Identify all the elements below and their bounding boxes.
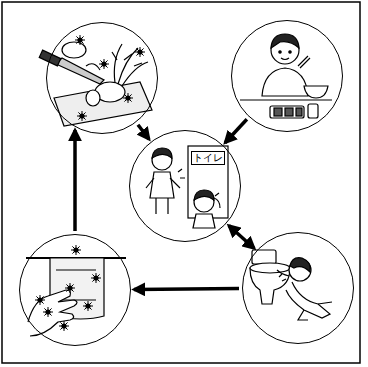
vomiting-scene	[250, 250, 332, 320]
flow-arrow	[134, 287, 239, 291]
scene-circle	[231, 20, 343, 132]
flow-arrow	[73, 130, 77, 231]
flow-arrow	[138, 125, 149, 139]
door-sign: トイレ	[191, 151, 225, 165]
flow-arrow	[225, 119, 247, 142]
toilet-scene	[146, 146, 228, 228]
towel-scene	[26, 258, 126, 336]
eating-scene	[240, 34, 332, 118]
scene-circle	[46, 22, 158, 134]
flow-arrow	[229, 226, 254, 249]
scene-circle	[242, 232, 354, 344]
scene-circle	[19, 234, 131, 346]
cutting-scene	[39, 42, 152, 126]
scene-circle: トイレ	[129, 130, 241, 242]
frame	[2, 2, 360, 363]
